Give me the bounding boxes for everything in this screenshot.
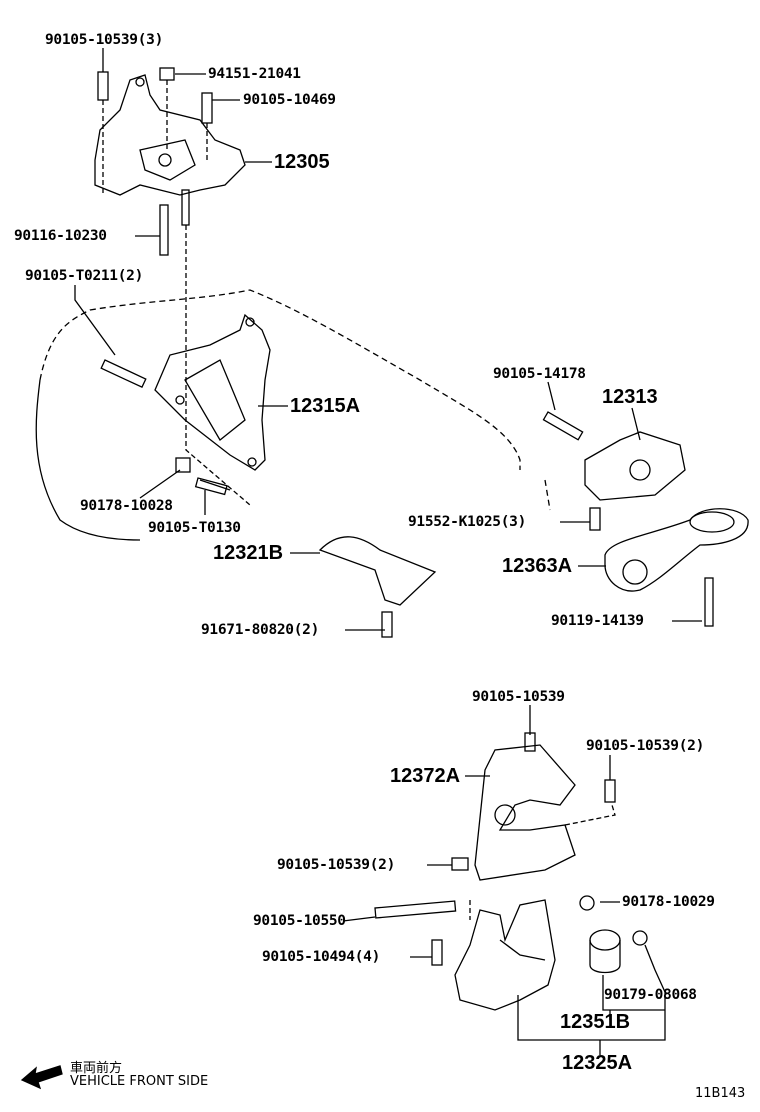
label-12363A: 12363A xyxy=(502,555,573,577)
label-90105-10469: 90105-10469 xyxy=(243,92,336,108)
label-90105-10550: 90105-10550 xyxy=(253,913,346,929)
shield-12321B xyxy=(318,536,437,606)
bolt-90105-10469 xyxy=(201,92,213,124)
label-12321B: 12321B xyxy=(213,542,284,564)
engine-outline xyxy=(39,289,551,511)
label-12313: 12313 xyxy=(602,386,658,408)
label-12315A: 12315A xyxy=(290,395,361,417)
bracket-12315A xyxy=(154,313,271,471)
bracket-12325A xyxy=(454,899,556,1011)
label-90105-10539: 90105-10539 xyxy=(472,689,565,705)
bolt-90105-10539 xyxy=(97,71,109,101)
label-12372A: 12372A xyxy=(390,765,461,787)
nut-90179-08068 xyxy=(632,930,648,946)
label-90116-10230: 90116-10230 xyxy=(14,228,107,244)
bracket-12372A xyxy=(474,744,576,881)
label-90119-14139: 90119-14139 xyxy=(551,613,644,629)
bolt-90105-10494 xyxy=(431,939,443,966)
label-91671-80820: 91671-80820(2) xyxy=(201,622,320,638)
bolt-90105-T0211 xyxy=(100,359,147,389)
bolt-90105-10539-b xyxy=(604,779,616,803)
vehicle-front-jp: 車両前方 xyxy=(70,1061,123,1076)
engine-outline-left xyxy=(35,379,141,541)
label-90179-08068: 90179-08068 xyxy=(604,987,697,1003)
stud-90116-10230 xyxy=(159,204,169,256)
label-12351B: 12351B xyxy=(560,1011,631,1033)
label-90105-14178: 90105-14178 xyxy=(493,366,586,382)
mount-12305 xyxy=(94,74,246,196)
nut-90178-10028 xyxy=(175,457,191,473)
label-12325A: 12325A xyxy=(562,1052,633,1074)
label-94151-21041: 94151-21041 xyxy=(208,66,301,82)
nut-94151-21041 xyxy=(159,67,175,81)
label-90105-T0130: 90105-T0130 xyxy=(148,520,241,536)
label-91552-K1025: 91552-K1025(3) xyxy=(408,514,527,530)
label-90105-10494: 90105-10494(4) xyxy=(262,949,381,965)
label-90178-10028: 90178-10028 xyxy=(80,498,173,514)
bushing-12351B xyxy=(589,929,621,974)
bolt-90105-14178 xyxy=(542,411,584,441)
rod-12363A xyxy=(604,508,749,592)
bolt-91671-80820 xyxy=(381,611,393,638)
bolt-90119-14139 xyxy=(704,577,714,627)
label-90105-10539-2a: 90105-10539(2) xyxy=(586,738,705,754)
label-90105-10539-2b: 90105-10539(2) xyxy=(277,857,396,873)
bolt-90105-10539-c xyxy=(451,857,469,871)
diagram-id: 11B143 xyxy=(695,1086,746,1101)
vehicle-front-en: VEHICLE FRONT SIDE xyxy=(70,1074,209,1089)
label-90105-10539-3: 90105-10539(3) xyxy=(45,32,164,48)
bolt-90105-10550 xyxy=(374,900,457,919)
label-90178-10029: 90178-10029 xyxy=(622,894,715,910)
bolt-90105-10539-a xyxy=(524,732,536,752)
vehicle-front-arrow-icon xyxy=(20,1065,63,1090)
bolt-91552-K1025 xyxy=(589,507,601,531)
label-90105-T0211: 90105-T0211(2) xyxy=(25,268,144,284)
label-12305: 12305 xyxy=(274,151,330,173)
nut-90178-10029 xyxy=(579,895,595,911)
mount-12313 xyxy=(584,431,686,501)
stud xyxy=(181,189,190,226)
bolt-90105-T0130 xyxy=(194,477,228,496)
